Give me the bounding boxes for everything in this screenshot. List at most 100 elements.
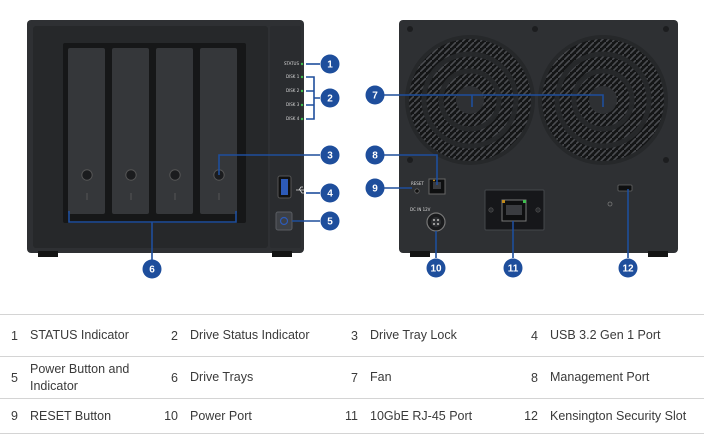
legend-label: Drive Trays <box>190 356 340 399</box>
rear-screw <box>663 157 669 163</box>
legend-label: Power Button and Indicator <box>30 356 160 399</box>
power-port: DC IN 12V <box>410 207 446 232</box>
led-indicator-group: STATUS DISK 1 DISK 2 DISK 3 DISK 4 <box>284 61 304 121</box>
led-disk-1 <box>300 75 304 79</box>
legend-number: 11 <box>340 398 370 434</box>
tray-lock-1 <box>81 169 93 181</box>
legend-label: Drive Tray Lock <box>370 314 520 357</box>
rear-feet-left <box>410 251 430 257</box>
legend-label: RESET Button <box>30 398 160 434</box>
legend-row: 9 RESET Button 10 Power Port 11 10GbE RJ… <box>0 398 704 434</box>
svg-text:9: 9 <box>372 184 378 195</box>
rear-feet-right <box>648 251 668 257</box>
device-diagram: STATUS DISK 1 DISK 2 DISK 3 DISK 4 <box>27 20 678 279</box>
led-label-status: STATUS <box>284 61 299 66</box>
svg-text:8: 8 <box>372 151 378 162</box>
svg-text:5: 5 <box>327 217 333 228</box>
drive-tray-3 <box>156 48 193 214</box>
leader-line-8 <box>384 154 438 185</box>
leader-line-6 <box>68 211 237 260</box>
rear-screw <box>532 26 538 32</box>
svg-text:12: 12 <box>622 264 634 275</box>
svg-text:7: 7 <box>372 91 378 102</box>
legend-table: 1 STATUS Indicator 2 Drive Status Indica… <box>0 314 704 434</box>
legend-number: 1 <box>0 314 30 357</box>
callout-4: 4 <box>320 183 340 203</box>
legend-row: 1 STATUS Indicator 2 Drive Status Indica… <box>0 314 704 357</box>
svg-text:11: 11 <box>508 264 519 275</box>
legend-label: STATUS Indicator <box>30 314 160 357</box>
legend-label: Power Port <box>190 398 340 434</box>
legend-number: 7 <box>340 356 370 399</box>
led-label-disk-4: DISK 4 <box>286 116 300 121</box>
leader-line-7 <box>384 94 604 107</box>
callout-11: 11 <box>503 258 523 278</box>
callout-10: 10 <box>426 258 446 278</box>
svg-text:4: 4 <box>327 189 333 200</box>
svg-text:1: 1 <box>327 60 333 71</box>
legend-number: 12 <box>520 398 550 434</box>
legend-number: 8 <box>520 356 550 399</box>
callout-2: 2 <box>320 88 340 108</box>
rear-screw <box>407 26 413 32</box>
legend-number: 6 <box>160 356 190 399</box>
callout-12: 12 <box>618 258 638 278</box>
legend-number: 10 <box>160 398 190 434</box>
legend-label: 10GbE RJ-45 Port <box>370 398 520 434</box>
led-label-disk-3: DISK 3 <box>286 102 300 107</box>
10gbe-port-module <box>484 189 545 231</box>
rear-screw <box>663 26 669 32</box>
led-label-disk-2: DISK 2 <box>286 88 300 93</box>
leader-line-2 <box>306 76 320 120</box>
management-port <box>428 178 446 195</box>
management-port-led <box>433 179 435 182</box>
drive-tray-4 <box>200 48 237 214</box>
legend-label: USB 3.2 Gen 1 Port <box>550 314 704 357</box>
legend-label: Management Port <box>550 356 704 399</box>
svg-text:2: 2 <box>327 94 333 105</box>
legend-label: Drive Status Indicator <box>190 314 340 357</box>
svg-text:6: 6 <box>149 265 155 276</box>
legend-number: 9 <box>0 398 30 434</box>
legend-row: 5 Power Button and Indicator 6 Drive Tra… <box>0 356 704 399</box>
rear-screw <box>407 157 413 163</box>
front-feet-left <box>38 251 58 257</box>
svg-text:10: 10 <box>430 264 442 275</box>
front-feet-right <box>272 251 292 257</box>
callout-7: 7 <box>365 85 385 105</box>
callout-6: 6 <box>142 259 162 279</box>
led-status <box>300 62 304 66</box>
legend-number: 2 <box>160 314 190 357</box>
drive-tray-2 <box>112 48 149 214</box>
callout-badges: 1 2 3 4 5 6 7 8 9 10 11 12 <box>142 54 638 279</box>
drive-tray-1 <box>68 48 105 214</box>
leader-line-3 <box>218 154 320 175</box>
callout-8: 8 <box>365 145 385 165</box>
led-disk-3 <box>300 103 304 107</box>
callout-3: 3 <box>320 145 340 165</box>
led-disk-4 <box>300 117 304 121</box>
usb-icon <box>296 186 304 194</box>
tray-lock-2 <box>125 169 137 181</box>
lock-icon <box>607 201 613 207</box>
tray-lock-3 <box>169 169 181 181</box>
power-port-label: DC IN 12V <box>410 207 431 212</box>
front-view: STATUS DISK 1 DISK 2 DISK 3 DISK 4 <box>27 20 304 257</box>
svg-text:3: 3 <box>327 151 333 162</box>
power-button <box>275 211 293 231</box>
legend-number: 4 <box>520 314 550 357</box>
led-disk-2 <box>300 89 304 93</box>
callout-5: 5 <box>320 211 340 231</box>
legend-number: 5 <box>0 356 30 399</box>
legend-number: 3 <box>340 314 370 357</box>
fan-left <box>405 35 535 165</box>
legend-label: Kensington Security Slot <box>550 398 704 434</box>
rear-view: RESET DC IN 12V <box>399 20 678 257</box>
usb-port <box>277 175 292 199</box>
power-icon <box>279 216 289 226</box>
reset-label: RESET <box>411 181 424 186</box>
legend-label: Fan <box>370 356 520 399</box>
led-label-disk-1: DISK 1 <box>286 74 300 79</box>
callout-1: 1 <box>320 54 340 74</box>
leader-lines <box>68 63 629 260</box>
